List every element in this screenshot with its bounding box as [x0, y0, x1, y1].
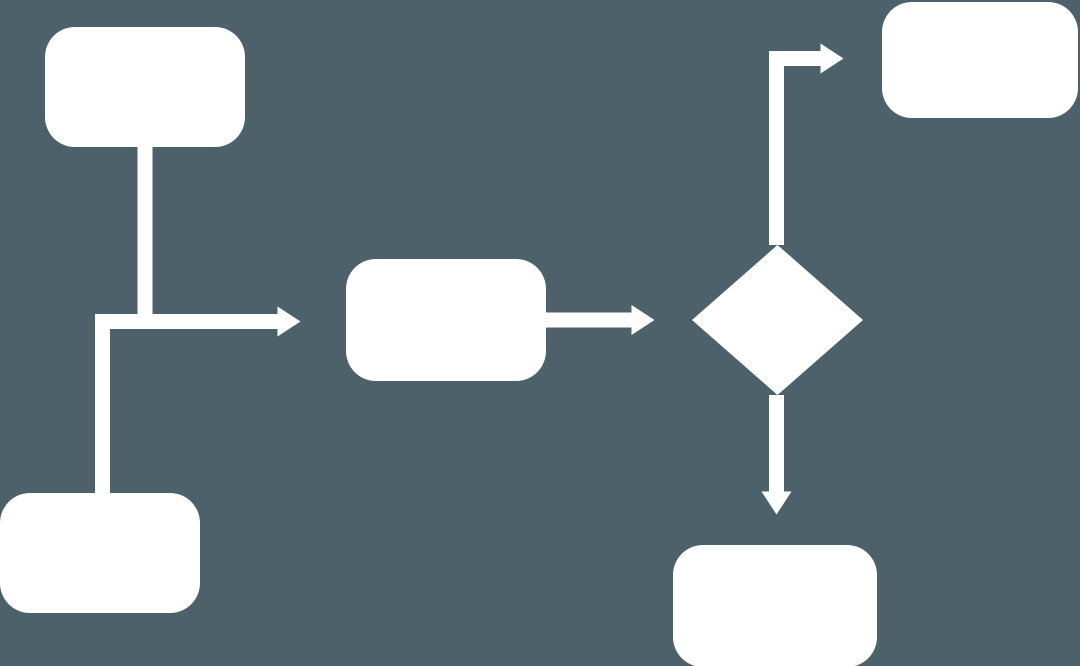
- connectors-layer: [95, 43, 844, 515]
- connector-diamond-up-right: [769, 43, 844, 245]
- node-top-right-process: [882, 2, 1078, 118]
- node-decision-diamond: [692, 245, 863, 395]
- connector-left-branch: [95, 306, 301, 493]
- node-bottom-right-process: [673, 545, 877, 666]
- node-top-left-process: [45, 27, 245, 147]
- node-bottom-left-process: [0, 493, 200, 613]
- node-center-process: [346, 259, 546, 381]
